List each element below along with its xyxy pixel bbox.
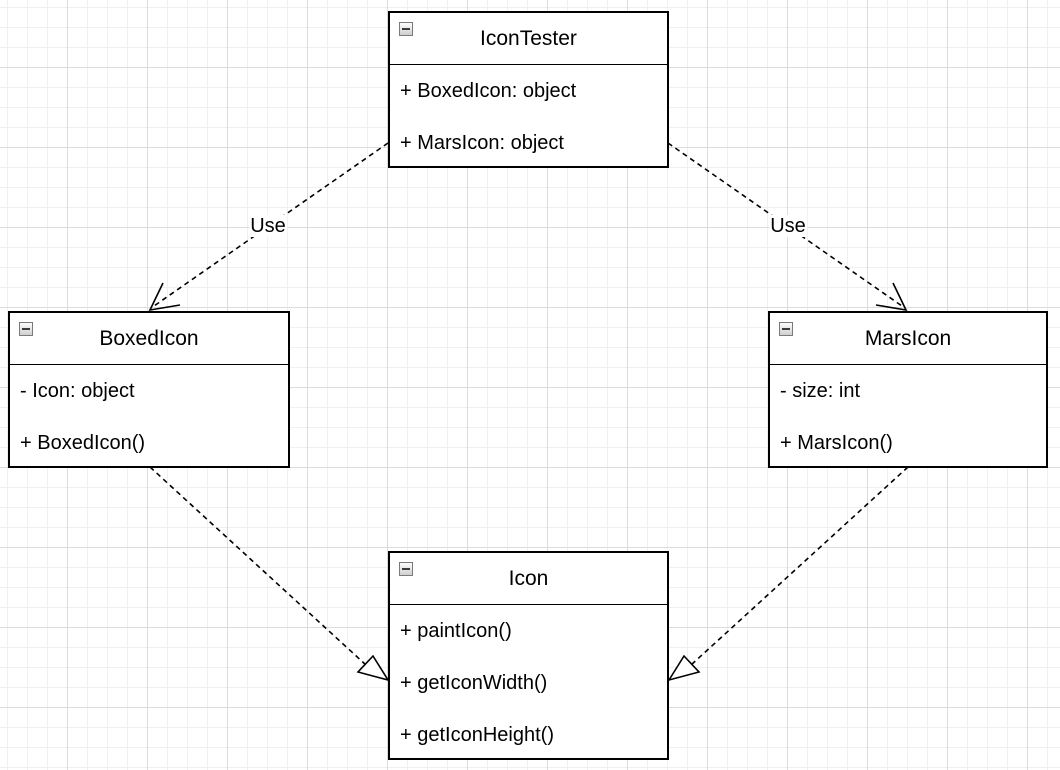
open-arrowhead-icon: [875, 282, 908, 312]
collapse-minus-icon[interactable]: [779, 322, 793, 336]
class-name: BoxedIcon: [99, 326, 199, 350]
class-header: MarsIcon: [770, 313, 1046, 365]
relation-marsicon-icon[interactable]: [667, 466, 909, 682]
realization-line: [690, 466, 909, 666]
hollow-triangle-icon: [356, 654, 390, 682]
collapse-minus-icon[interactable]: [399, 562, 413, 576]
collapse-minus-icon[interactable]: [399, 22, 413, 36]
hollow-triangle-icon: [667, 654, 701, 682]
class-member[interactable]: - size: int: [780, 379, 861, 402]
class-name: Icon: [508, 566, 549, 590]
relation-icontester-boxedicon[interactable]: [148, 142, 389, 312]
class-member[interactable]: + MarsIcon(): [780, 431, 893, 454]
class-member[interactable]: + getIconHeight(): [400, 723, 554, 746]
class-member[interactable]: - Icon: object: [20, 379, 135, 402]
dependency-line: [153, 142, 389, 307]
class-header: BoxedIcon: [10, 313, 288, 365]
class-member[interactable]: + getIconWidth(): [400, 671, 548, 694]
class-header: IconTester: [390, 13, 667, 65]
class-header: Icon: [390, 553, 667, 605]
class-icontester[interactable]: IconTester + BoxedIcon: object + MarsIco…: [388, 11, 669, 168]
open-arrowhead-icon: [148, 282, 181, 312]
class-name: MarsIcon: [864, 326, 952, 350]
class-boxedicon[interactable]: BoxedIcon - Icon: object + BoxedIcon(): [8, 311, 290, 468]
class-member[interactable]: + MarsIcon: object: [400, 131, 564, 154]
class-name: IconTester: [480, 26, 577, 50]
collapse-minus-icon[interactable]: [19, 322, 33, 336]
dependency-line: [667, 142, 903, 307]
relation-boxedicon-icon[interactable]: [149, 466, 390, 682]
realization-line: [149, 466, 367, 666]
class-member[interactable]: + BoxedIcon: object: [400, 79, 577, 102]
edge-label-use-right[interactable]: Use: [769, 215, 807, 237]
relation-icontester-marsicon[interactable]: [667, 142, 908, 312]
class-marsicon[interactable]: MarsIcon - size: int + MarsIcon(): [768, 311, 1048, 468]
class-icon[interactable]: Icon + paintIcon() + getIconWidth() + ge…: [388, 551, 669, 760]
class-member[interactable]: + paintIcon(): [400, 619, 512, 642]
class-member[interactable]: + BoxedIcon(): [20, 431, 146, 454]
edge-label-use-left[interactable]: Use: [249, 215, 287, 237]
